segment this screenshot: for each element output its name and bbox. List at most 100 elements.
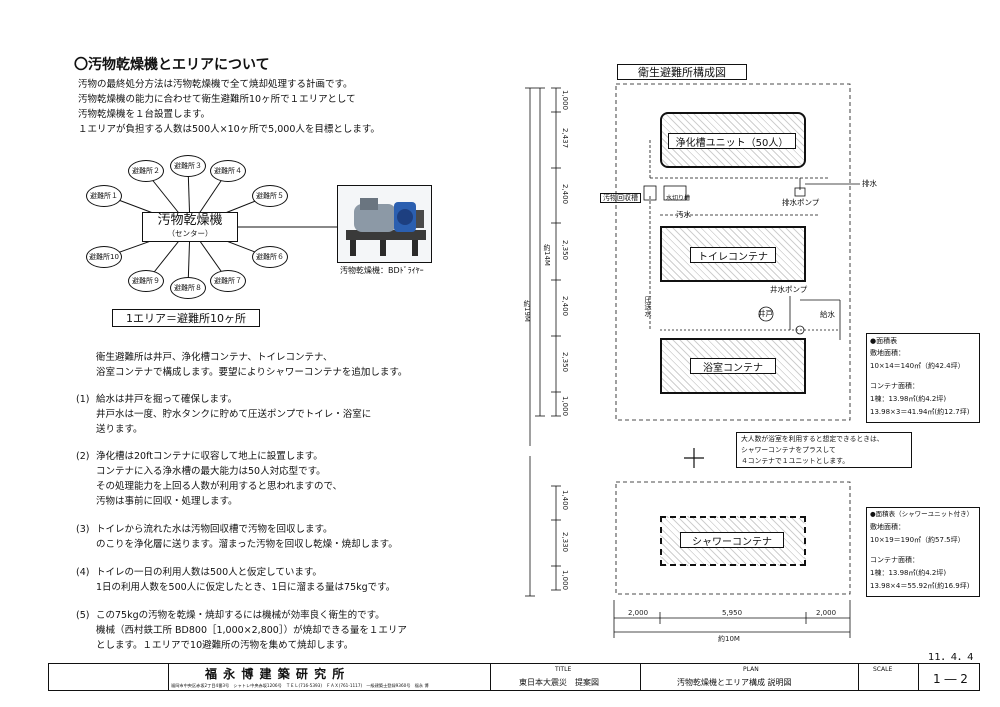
plan-drawing (525, 83, 860, 638)
shelter-node-10: 避難所10 (86, 246, 122, 268)
hub-title: 汚物乾燥機 (157, 213, 223, 228)
area-note-2-l3: コンテナ面積： (870, 556, 919, 564)
item-4-title: トイレの一日の利用人数は500人と仮定しています。 (96, 567, 322, 578)
callout-line-3: ４コンテナで１ユニットとします。 (741, 457, 850, 465)
dryer-machine-drawing (346, 198, 426, 256)
toilet-container-label: トイレコンテナ (690, 247, 776, 263)
vdim-4: 2,350 (561, 240, 569, 261)
label-waste-tank: 汚物回収槽 (600, 193, 641, 204)
bath-container-label: 浴室コンテナ (690, 358, 776, 374)
vdim-6: 2,350 (561, 352, 569, 373)
section-heading: 〇汚物乾燥機とエリアについて (74, 57, 270, 73)
intro-line-4: １エリアが負担する人数は500人×10ヶ所で5,000人を目標とします。 (78, 124, 380, 135)
hdim-1: 2,000 (628, 609, 649, 617)
intro-line-1: 汚物の最終処分方法は汚物乾燥機で全て焼却処理する計画です。 (78, 79, 353, 90)
shelter-node-5: 避難所５ (252, 185, 288, 207)
area-note-2-title: ●面積表（シャワーユニット付き） (870, 510, 974, 518)
drawing-date: 11．4．4 (928, 652, 974, 663)
machine-caption: 汚物乾燥機：BDﾄﾞﾗｲﾔｰ (340, 266, 424, 275)
item-2-line-1: コンテナに入る浄水槽の最大能力は50人対応型です。 (96, 466, 326, 477)
vdim-3: 2,400 (561, 184, 569, 205)
item-5-num: (5) (76, 610, 90, 621)
shelter-node-4: 避難所４ (210, 160, 246, 182)
shelter-node-9: 避難所９ (128, 270, 164, 292)
area-note-2-l1: 敷地面積： (870, 523, 905, 531)
shelter-node-8: 避難所８ (170, 277, 206, 299)
item-5-line-2: とします。１エリアで10避難所の汚物を集めて焼却します。 (96, 640, 354, 651)
dryer-hub: 汚物乾燥機 （センター） (142, 212, 238, 242)
plan-title-box: 衛生避難所構成図 (617, 64, 747, 80)
area-note-2-l2: 10×19＝190㎡（約57.5坪） (870, 536, 965, 544)
callout-line-2: シャワーコンテナをプラスして (741, 446, 836, 454)
vdim-10: 1,000 (561, 570, 569, 591)
shelter-node-3: 避難所３ (170, 155, 206, 177)
item-2-line-3: 汚物は事前に回収・処理します。 (96, 496, 238, 507)
item-5-title: この75kgの汚物を乾燥・焼却するには機械が効率良く衛生的です。 (96, 610, 385, 621)
shelter-node-1: 避難所１ (86, 185, 122, 207)
overall-h: 約10M (718, 635, 740, 643)
area-note-1: ●面積表 敷地面積： 10×14＝140㎡（約42.4坪） コンテナ面積： 1棟… (866, 333, 980, 423)
area-note-1-l4: 1棟：13.98㎡(約4.2坪) (870, 395, 947, 403)
label-drain: 排水 (862, 179, 877, 188)
plan-head: PLAN (743, 666, 759, 673)
vdim-7: 1,000 (561, 396, 569, 417)
item-1-title: 給水は井戸を掘って確保します。 (96, 394, 238, 405)
vdim-8: 1,400 (561, 490, 569, 511)
intro-line-2: 汚物乾燥機の能力に合わせて衛生避難所10ヶ所で１エリアとして (78, 94, 356, 105)
item-4-num: (4) (76, 567, 90, 578)
area-note-2-l4: 1棟：13.98㎡(約4.2坪) (870, 569, 947, 577)
dryer-machine-image (337, 185, 432, 263)
title-head: TITLE (555, 666, 572, 673)
title-value: 東日本大震災 提案図 (519, 678, 599, 687)
shelter-node-7: 避難所７ (210, 270, 246, 292)
sheet-number: 1 ― 2 (933, 672, 968, 686)
shower-callout: 大人数が浴室を利用すると想定できるときは、 シャワーコンテナをプラスして ４コン… (736, 432, 912, 468)
intro-line-3: 汚物乾燥機を１台設置します。 (78, 109, 211, 120)
bath-container (660, 338, 806, 394)
vdim-2: 2,437 (561, 128, 569, 149)
callout-line-1: 大人数が浴室を利用すると想定できるときは、 (741, 435, 884, 443)
label-sewage: 汚水 (676, 210, 691, 219)
area-note-2-l5: 13.98×4＝55.92㎡(約16.9坪) (870, 582, 970, 590)
vdim-1: 1,000 (561, 90, 569, 111)
item-3-num: (3) (76, 524, 90, 535)
title-block: 福 永 博 建 築 研 究 所 福岡市中央区赤坂2丁目4番3号 シャトレ中央赤坂… (48, 663, 980, 691)
label-well: 井戸 (758, 309, 773, 318)
shelter-node-6: 避難所６ (252, 246, 288, 268)
hub-subtitle: （センター） (167, 229, 213, 238)
shelter-node-2: 避難所２ (128, 160, 164, 182)
area-label-box: 1エリア＝避難所10ヶ所 (112, 309, 260, 327)
label-drain-pump: 排水ポンプ (782, 198, 820, 207)
area-note-1-l2: 10×14＝140㎡（約42.4坪） (870, 362, 965, 370)
label-supply: 給水 (820, 310, 835, 319)
overall-v-19: 約19M (523, 300, 531, 322)
company-name: 福 永 博 建 築 研 究 所 (205, 667, 346, 681)
area-note-2: ●面積表（シャワーユニット付き） 敷地面積： 10×19＝190㎡（約57.5坪… (866, 507, 980, 597)
item-3-line-1: のこりを浄化層に送ります。溜まった汚物を回収し乾燥・焼却します。 (96, 539, 398, 550)
label-water-pump: 井水ポンプ (770, 285, 808, 294)
scale-head: SCALE (873, 666, 893, 673)
area-note-1-title: ●面積表 (870, 337, 898, 345)
vdim-9: 2,330 (561, 532, 569, 553)
item-4-line-1: 1日の利用人数を500人に仮定したとき、1日に溜まる量は75kgです。 (96, 582, 396, 593)
composition-line-1: 衛生避難所は井戸、浄化槽コンテナ、トイレコンテナ、 (96, 352, 333, 363)
item-2-line-2: その処理能力を上回る人数が利用すると思われますので、 (96, 481, 343, 492)
area-note-1-l3: コンテナ面積： (870, 382, 919, 390)
item-1-num: (1) (76, 394, 90, 405)
label-feed: 圧送水 (644, 296, 652, 317)
septic-unit-label: 浄化槽ユニット（50人） (668, 133, 796, 149)
item-2-num: (2) (76, 451, 90, 462)
item-5-line-1: 機械（西村鉄工所 BD800［1,000×2,800］）が焼却できる量を１エリア (96, 625, 407, 636)
item-1-line-2: 送ります。 (96, 424, 143, 435)
composition-line-2: 浴室コンテナで構成します。要望によりシャワーコンテナを追加します。 (96, 367, 408, 378)
item-1-line-1: 井戸水は一度、貯水タンクに貯めて圧送ポンプでトイレ・浴室に (96, 409, 372, 420)
area-note-1-l1: 敷地面積： (870, 349, 905, 357)
vdim-5: 2,400 (561, 296, 569, 317)
plan-value: 汚物乾燥機とエリア構成 説明図 (677, 678, 792, 687)
label-small-tank: 水切り槽 (666, 195, 691, 202)
company-address: 福岡市中央区赤坂2丁目4番3号 シャトレ中央赤坂1206号 ＴＥＬ(716-53… (171, 683, 429, 688)
hdim-3: 2,000 (816, 609, 837, 617)
item-3-title: トイレから流れた水は汚物回収槽で汚物を回収します。 (96, 524, 333, 535)
hdim-2: 5,950 (722, 609, 743, 617)
shower-container-label: シャワーコンテナ (680, 532, 784, 548)
